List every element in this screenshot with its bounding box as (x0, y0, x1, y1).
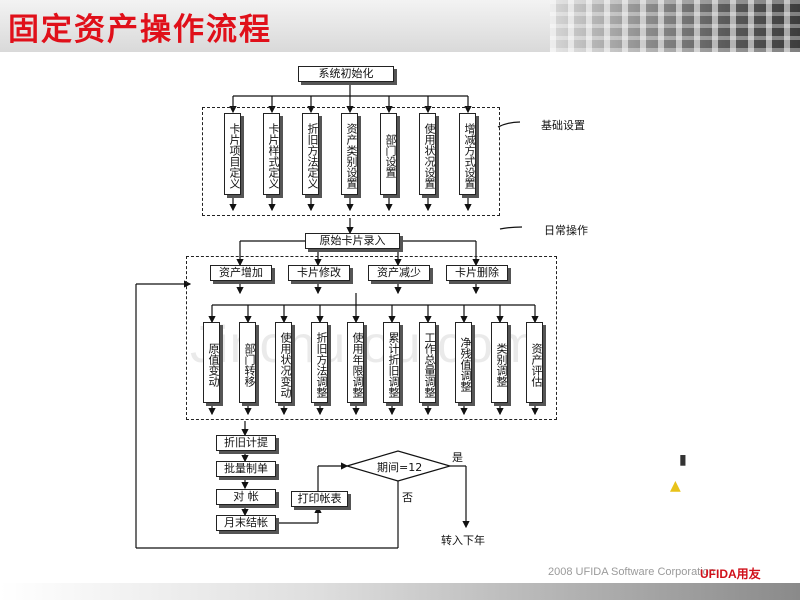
system-init-box: 系统初始化 (298, 66, 394, 82)
month-end-box: 月末结帐 (216, 515, 276, 531)
basic-item-asset-category: 资产类别设置 (341, 113, 358, 195)
print-reports-box: 打印帐表 (291, 491, 348, 507)
footer-bar (0, 583, 800, 600)
change-useful-life: 使用年限调整 (347, 322, 364, 403)
basic-settings-group (202, 107, 500, 216)
basic-item-usage-status: 使用状况设置 (419, 113, 436, 195)
page-title: 固定资产操作流程 (8, 12, 272, 48)
original-card-entry-box: 原始卡片录入 (305, 233, 400, 249)
change-asset-evaluation: 资产评估 (526, 322, 543, 403)
decision-label: 期间=12 (377, 461, 423, 474)
side-bulb-icon: ▲ (670, 478, 681, 494)
op-card-edit: 卡片修改 (288, 265, 350, 281)
header-bar: 固定资产操作流程 (0, 0, 800, 52)
basic-item-card-style: 卡片样式定义 (263, 113, 280, 195)
depreciation-box: 折旧计提 (216, 435, 276, 451)
change-original-value: 原值变动 (203, 322, 220, 403)
batch-voucher-box: 批量制单 (216, 461, 276, 477)
change-department-transfer: 部门转移 (239, 322, 256, 403)
reconcile-box: 对 帐 (216, 489, 276, 505)
side-marker-icon: ▮ (679, 452, 687, 468)
daily-operations-label: 日常操作 (544, 224, 588, 237)
change-usage-status: 使用状况变动 (275, 322, 292, 403)
op-asset-reduce: 资产减少 (368, 265, 430, 281)
basic-item-department: 部门设置 (380, 113, 397, 195)
change-category: 类别调整 (491, 322, 508, 403)
decision-yes-label: 是 (452, 451, 463, 464)
next-year-label: 转入下年 (441, 534, 485, 547)
change-net-residual: 净残值调整 (455, 322, 472, 403)
footer-logo: UFIDA用友 (700, 567, 761, 581)
change-depreciation-method: 折旧方法调整 (311, 322, 328, 403)
decision-no-label: 否 (402, 491, 413, 504)
footer-copyright: 2008 UFIDA Software Corporation (548, 566, 715, 578)
op-asset-add: 资产增加 (210, 265, 272, 281)
op-card-delete: 卡片删除 (446, 265, 508, 281)
basic-item-card-fields: 卡片项目定义 (224, 113, 241, 195)
basic-item-change-method: 增减方式设置 (459, 113, 476, 195)
change-accumulated-depreciation: 累计折旧调整 (383, 322, 400, 403)
basic-settings-label: 基础设置 (541, 119, 585, 132)
daily-operations-group (186, 256, 557, 420)
change-workload: 工作总量调整 (419, 322, 436, 403)
header-building-image (550, 0, 800, 52)
basic-item-depreciation-method: 折旧方法定义 (302, 113, 319, 195)
